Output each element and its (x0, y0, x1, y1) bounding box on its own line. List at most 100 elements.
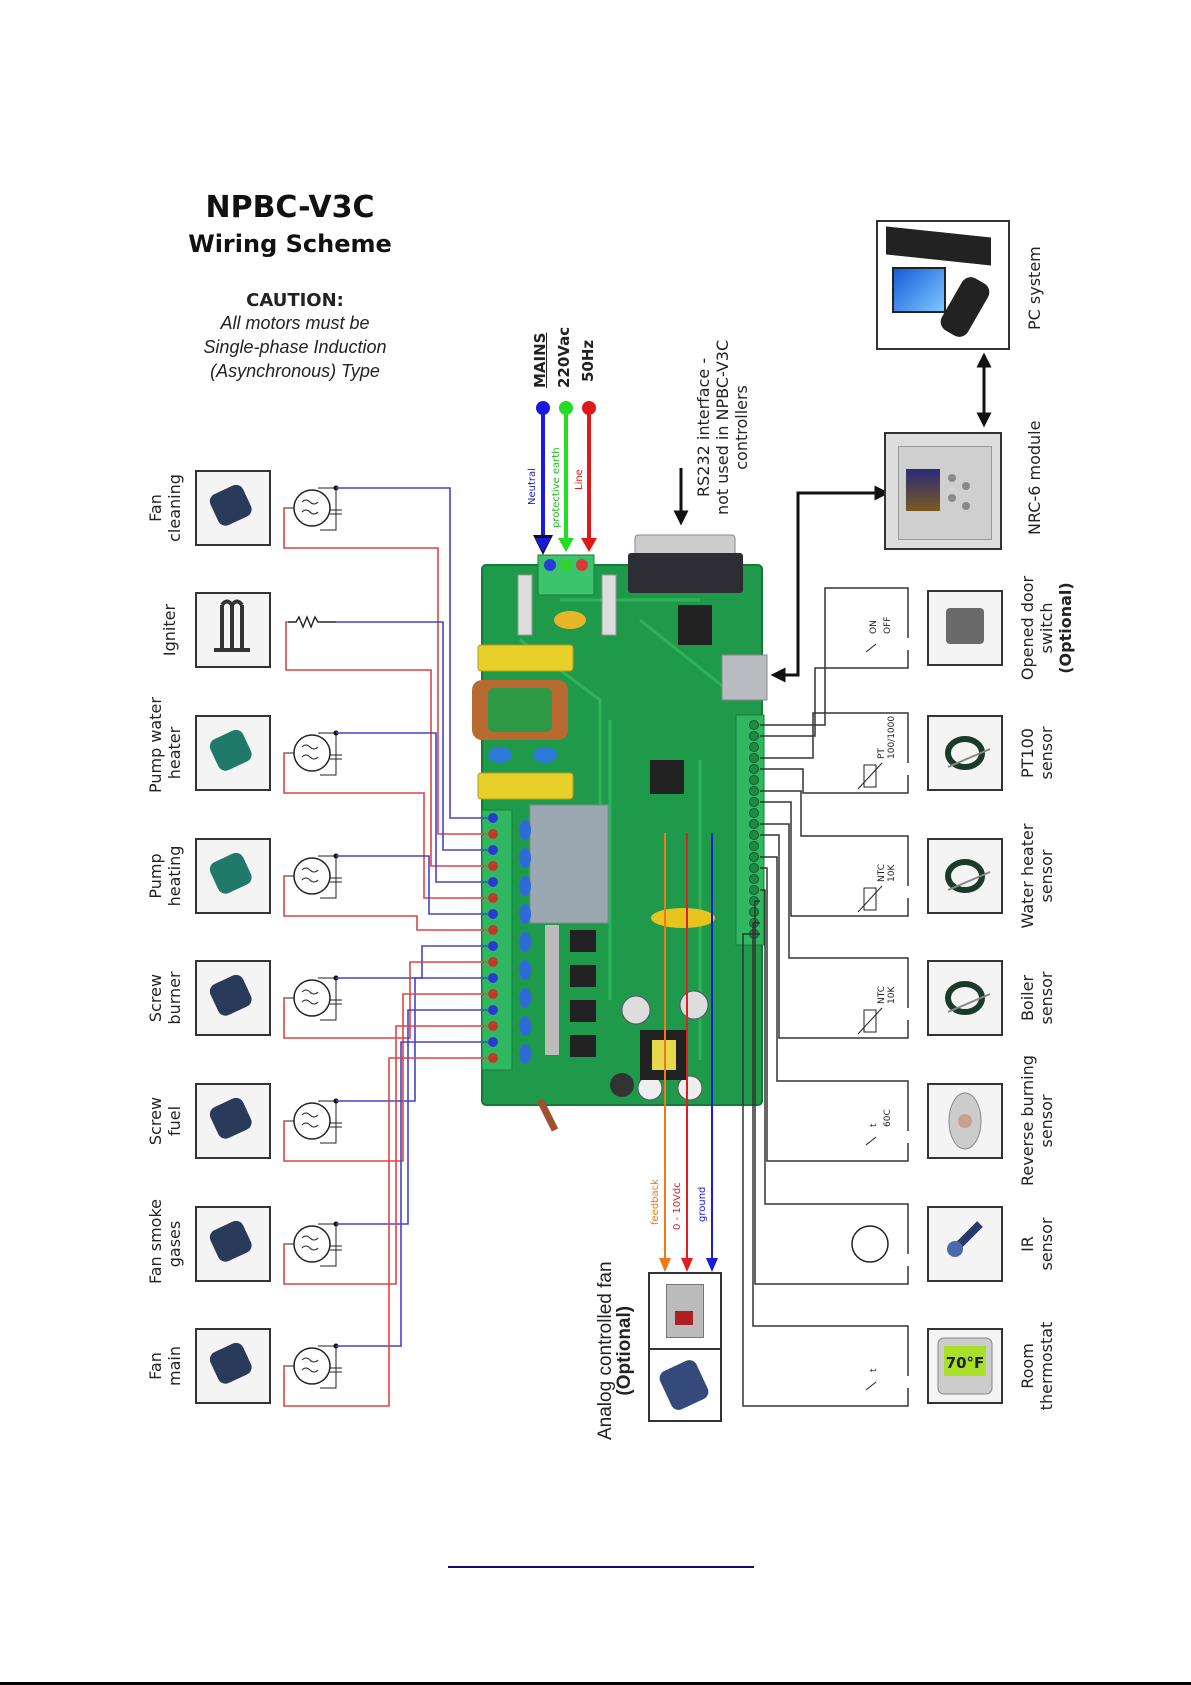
signal-wire (760, 889, 909, 1254)
caution-heading: CAUTION: (246, 290, 344, 311)
mains-wires (533, 401, 597, 555)
line-terminal-dot (582, 401, 596, 415)
label-line: PT100 (1018, 728, 1037, 778)
capacitor-symbol (318, 1223, 342, 1267)
input-terminal-screw (749, 731, 759, 741)
output-terminal-screw (488, 989, 498, 999)
line-wire (283, 507, 488, 835)
label-line: sensor (1037, 726, 1056, 780)
symbol-label: ON (869, 620, 879, 634)
symbol-label: NTC (877, 986, 887, 1004)
output-device-2 (195, 715, 488, 899)
label-line: IR (1018, 1236, 1037, 1252)
capacitor (519, 1016, 531, 1036)
thermostat-display: 70°F (946, 1354, 985, 1372)
symbol-label: 10K (887, 986, 897, 1004)
motor-symbol (293, 1225, 331, 1263)
output-terminal-screw (488, 973, 498, 983)
label-line: Boiler (1018, 974, 1037, 1022)
motor-symbol (293, 489, 331, 527)
input-device-0: ON OFF (760, 587, 1003, 737)
line-wire (285, 621, 488, 867)
label-line: main (165, 1346, 184, 1386)
signal-wire (760, 856, 909, 1131)
neutral-wire (336, 1009, 488, 1225)
label-line: thermostat (1037, 1321, 1056, 1411)
earth-wire-label: protective earth (551, 447, 562, 528)
signal-wire (760, 823, 909, 1008)
nrc6-module-image (884, 432, 1002, 550)
capacitor-symbol (318, 1345, 342, 1389)
rs232-label: RS232 interface - not used in NPBC-V3C c… (694, 340, 751, 515)
footer-link-underline[interactable] (448, 1566, 754, 1568)
label-line: Reverse burning (1018, 1055, 1037, 1186)
signal-wire (760, 712, 909, 763)
output-terminal-screw (488, 877, 498, 887)
signal-wire (760, 587, 909, 726)
caution-line: All motors must be (220, 313, 370, 333)
rs232-line: not used in NPBC-V3C (713, 339, 732, 515)
input-terminal-screw (749, 775, 759, 785)
signal-wire (752, 922, 909, 1376)
input-terminal-screw (749, 753, 759, 763)
input-terminal-screw (749, 786, 759, 796)
output-terminal-screw (488, 813, 498, 823)
screw-motor-icon (209, 1097, 252, 1139)
capacitor (519, 1044, 531, 1064)
capacitor-symbol (318, 977, 342, 1021)
device-image-frame (927, 960, 1003, 1036)
input-terminal-screw (749, 907, 759, 917)
input-terminal-screw (749, 830, 759, 840)
input-terminal-screw (749, 874, 759, 884)
symbol-label: 10K (887, 864, 897, 882)
symbol-label: t (869, 1368, 879, 1372)
input-terminal-screw (749, 764, 759, 774)
capacitor-symbol (318, 732, 342, 776)
igniter-icon (214, 599, 250, 652)
capacitor (519, 848, 531, 868)
label-line: burner (165, 971, 184, 1025)
input-device-4: t 60C (760, 856, 1003, 1162)
ground-wire-label: ground (697, 1186, 708, 1222)
output-terminal-screw (488, 1021, 498, 1031)
neutral-wire (336, 487, 488, 819)
capacitor (519, 820, 531, 840)
signal-wire (760, 867, 909, 1162)
label-line: Pump water (146, 697, 165, 793)
motor-symbol (293, 1347, 331, 1385)
input-terminal-screw (749, 852, 759, 862)
signal-wire (760, 768, 909, 794)
label-line: Fan (146, 494, 165, 522)
nrc6-module-label: NRC-6 module (1025, 420, 1044, 535)
capacitor (519, 876, 531, 896)
screw-motor-icon (209, 974, 252, 1016)
signal-wire (754, 900, 909, 1285)
ir-sensor-symbol (851, 1225, 889, 1263)
input-device-5 (754, 889, 1003, 1285)
label-line: Room (1018, 1343, 1037, 1389)
input-terminal-screw (749, 742, 759, 752)
symbol-label: t (869, 1123, 879, 1127)
switch-symbol (865, 1381, 877, 1391)
input-terminal-screw (749, 885, 759, 895)
resistor-symbol (288, 615, 336, 629)
input-terminal-screw (749, 720, 759, 730)
lcd-screen-icon (906, 469, 940, 511)
output-device-1 (195, 592, 488, 867)
signal-wire (760, 790, 909, 886)
controller-pcb (472, 534, 768, 1132)
signal-wire (760, 834, 909, 1039)
output-terminal-screw (488, 957, 498, 967)
optional-tag: (Optional) (1056, 582, 1075, 674)
input-terminal-screw (749, 797, 759, 807)
symbol-label: 60C (883, 1109, 893, 1127)
line-wire (283, 875, 488, 931)
page-bottom-rule (0, 1682, 1191, 1685)
symbol-label: OFF (883, 617, 893, 634)
